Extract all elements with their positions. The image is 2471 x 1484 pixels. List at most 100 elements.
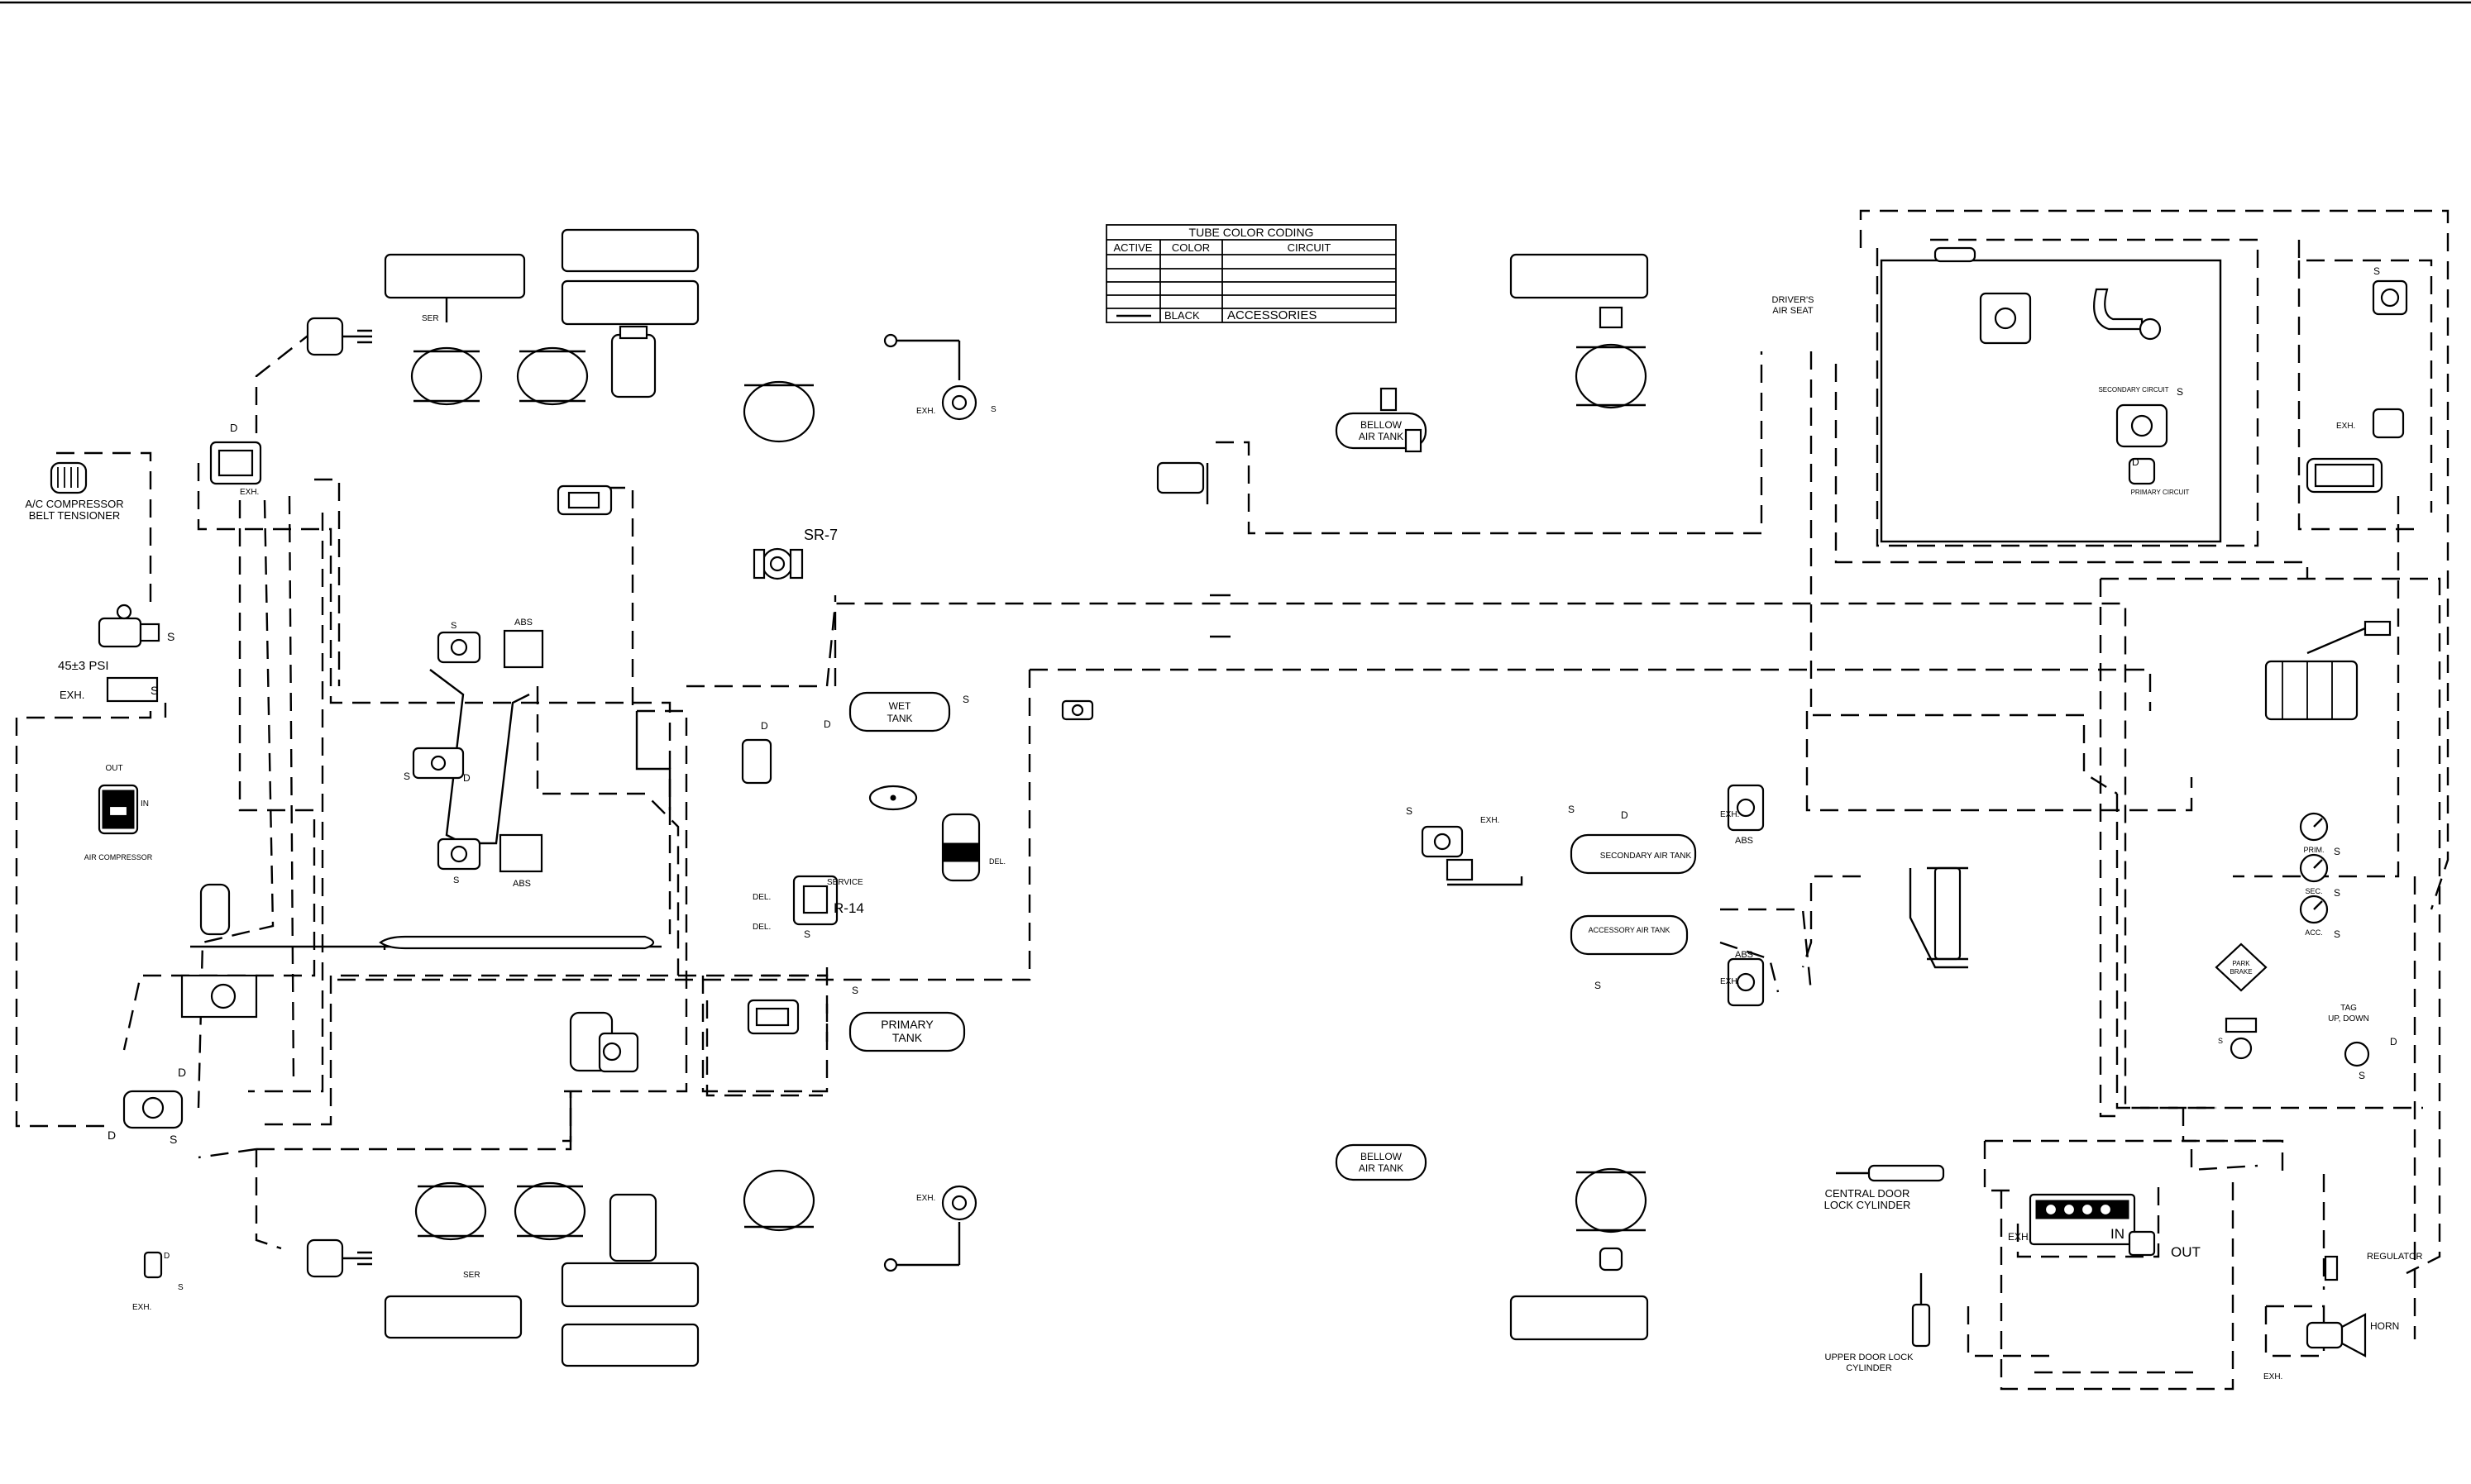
legend-title: TUBE COLOR CODING bbox=[1189, 226, 1314, 239]
svg-text:TANK: TANK bbox=[887, 713, 912, 724]
svg-text:D: D bbox=[824, 718, 831, 730]
park-brake-valve: PARK BRAKE S bbox=[2215, 942, 2268, 1060]
svg-text:D: D bbox=[761, 720, 768, 732]
legend-header-circuit: CIRCUIT bbox=[1288, 241, 1331, 254]
central-door-lock-cylinder: CENTRAL DOOR LOCK CYLINDER bbox=[1824, 1164, 1945, 1211]
regulator-label: REGULATOR bbox=[2367, 1252, 2422, 1262]
air-compressor: OUT IN AIR COMPRESSOR bbox=[84, 764, 153, 861]
svg-text:LOCK CYLINDER: LOCK CYLINDER bbox=[1824, 1199, 1911, 1211]
svg-text:IN: IN bbox=[141, 799, 149, 809]
abs-valve-upper: ABS S bbox=[437, 618, 544, 669]
svg-text:UP, DOWN: UP, DOWN bbox=[2328, 1014, 2369, 1024]
svg-text:EXH.: EXH. bbox=[2008, 1231, 2031, 1243]
svg-text:ABS: ABS bbox=[1735, 950, 1753, 960]
r14-label: R-14 bbox=[834, 900, 864, 916]
svg-text:AIR TANK: AIR TANK bbox=[1359, 431, 1403, 442]
svg-text:EXH.: EXH. bbox=[1720, 977, 1739, 986]
front-axle-bottom-right bbox=[1509, 1167, 1649, 1341]
drivers-seat-label: DRIVER'S bbox=[1772, 295, 1814, 305]
svg-text:AIR TANK: AIR TANK bbox=[1359, 1162, 1403, 1174]
wet-tank: WET TANK S D bbox=[824, 691, 969, 732]
horn: HORN EXH. bbox=[2263, 1313, 2399, 1381]
svg-text:CYLINDER: CYLINDER bbox=[1846, 1363, 1892, 1373]
svg-text:S: S bbox=[2177, 386, 2183, 398]
door-lock-manifold: IN OUT EXH. bbox=[2008, 1193, 2201, 1260]
drive-axle-bottom: SER bbox=[384, 1181, 700, 1367]
legend-row-color: BLACK bbox=[1164, 309, 1200, 322]
misc-fittings bbox=[1061, 387, 1422, 721]
accessory-tank-label: ACCESSORY AIR TANK bbox=[1589, 926, 1670, 934]
upper-door-label: UPPER DOOR LOCK bbox=[1825, 1353, 1914, 1362]
foot-brake-valve bbox=[2264, 620, 2392, 721]
svg-text:S: S bbox=[804, 928, 810, 940]
svg-text:TANK: TANK bbox=[892, 1031, 923, 1044]
ac-tensioner-label: BELT TENSIONER bbox=[29, 509, 121, 522]
spring-brake-valve: S EXH. bbox=[1406, 805, 1499, 881]
svg-text:S: S bbox=[404, 771, 410, 782]
front-brake-chamber bbox=[1927, 866, 1968, 961]
abs-valve-right-upper: ABS EXH. bbox=[1720, 784, 1765, 846]
svg-text:D: D bbox=[178, 1066, 186, 1079]
sr7-label: SR-7 bbox=[804, 527, 838, 543]
svg-text:S: S bbox=[963, 694, 969, 705]
svg-text:S: S bbox=[451, 621, 456, 631]
sr7-valve: SR-7 bbox=[753, 527, 838, 580]
primary-tank-label: PRIMARY bbox=[881, 1018, 934, 1031]
svg-text:S: S bbox=[2334, 887, 2340, 899]
secondary-tank-label: SECONDARY AIR TANK bbox=[1600, 852, 1692, 861]
horn-label: HORN bbox=[2370, 1320, 2399, 1332]
svg-text:S: S bbox=[2359, 1070, 2365, 1081]
tractor-protection-valve bbox=[747, 999, 800, 1035]
legend-header-active: ACTIVE bbox=[1114, 241, 1153, 254]
front-axle-top-right bbox=[1509, 253, 1649, 409]
prim-gauge-label: PRIM. bbox=[2303, 846, 2324, 854]
abs-valve-right-lower: ABS EXH. bbox=[1720, 950, 1765, 1007]
front-air-bag-left-bottom bbox=[743, 1169, 815, 1232]
drive-axle-top: SER bbox=[384, 228, 700, 406]
primary-circuit-label: PRIMARY CIRCUIT bbox=[2131, 489, 2190, 496]
air-dryer-cartridge: DEL. bbox=[941, 813, 1006, 882]
check-valve-small: D bbox=[741, 720, 772, 785]
svg-text:D: D bbox=[230, 422, 237, 434]
dash-valves: SECONDARY CIRCUIT PRIMARY CIRCUIT S D bbox=[1979, 288, 2190, 496]
svg-text:SERVICE: SERVICE bbox=[827, 878, 863, 887]
brake-chamber-top bbox=[306, 317, 372, 356]
psi-label: 45±3 PSI bbox=[58, 659, 109, 673]
svg-text:EXH.: EXH. bbox=[2336, 422, 2355, 431]
svg-text:D: D bbox=[164, 1252, 170, 1261]
svg-text:ABS: ABS bbox=[513, 879, 531, 889]
tag-axle-valve: TAG UP, DOWN S D bbox=[2328, 1004, 2397, 1081]
svg-text:DEL.: DEL. bbox=[753, 923, 771, 932]
svg-text:EXH.: EXH. bbox=[1480, 816, 1499, 825]
drivers-air-seat: DRIVER'S AIR SEAT bbox=[1772, 246, 1976, 316]
tube-color-legend: TUBE COLOR CODING ACTIVE COLOR CIRCUIT B… bbox=[1106, 224, 1397, 323]
svg-text:EXH.: EXH. bbox=[60, 689, 84, 701]
svg-text:EXH.: EXH. bbox=[132, 1303, 151, 1312]
pressure-regulator-45psi: S 45±3 PSI EXH. S bbox=[58, 604, 174, 703]
bellow-air-tank-bottom: BELLOW AIR TANK bbox=[1335, 1143, 1427, 1181]
moisture-ejector bbox=[868, 785, 918, 811]
manifold-out-label: OUT bbox=[2171, 1244, 2201, 1260]
svg-text:SER: SER bbox=[463, 1271, 480, 1280]
primary-pressure-gauge: PRIM. S bbox=[2299, 812, 2340, 857]
accessory-air-tank: ACCESSORY AIR TANK S bbox=[1570, 914, 1689, 991]
svg-text:DEL.: DEL. bbox=[989, 857, 1006, 866]
svg-text:S: S bbox=[1406, 805, 1412, 817]
primary-tank: PRIMARY TANK S bbox=[848, 985, 966, 1052]
svg-text:ABS: ABS bbox=[514, 618, 533, 627]
solid-routes bbox=[190, 259, 2222, 1143]
svg-text:S: S bbox=[2373, 265, 2380, 277]
governor-valve bbox=[569, 1011, 639, 1073]
svg-text:AIR SEAT: AIR SEAT bbox=[1772, 306, 1814, 316]
control-arm-bottom: EXH. bbox=[883, 1185, 977, 1272]
right-upper-valves: S EXH. bbox=[2306, 265, 2408, 494]
legend-header-color: COLOR bbox=[1172, 241, 1210, 254]
svg-text:D: D bbox=[1621, 809, 1628, 821]
svg-text:ABS: ABS bbox=[1735, 836, 1753, 846]
svg-text:EXH.: EXH. bbox=[916, 407, 935, 416]
svg-text:S: S bbox=[2218, 1037, 2223, 1045]
bellow-tank-bottom-label: BELLOW bbox=[1360, 1151, 1403, 1162]
park-label: PARK bbox=[2232, 960, 2250, 967]
tag-label: TAG bbox=[2340, 1004, 2357, 1013]
